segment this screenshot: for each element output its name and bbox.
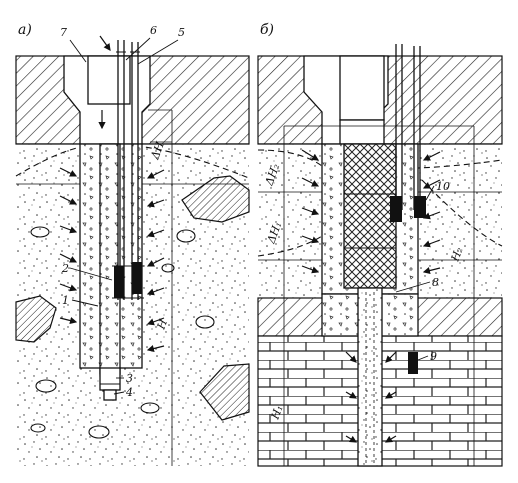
dim-delta-h: ΔH	[148, 140, 167, 162]
callout-8: 8	[432, 276, 439, 289]
callout-7: 7	[60, 26, 67, 39]
callout-10: 10	[436, 180, 450, 193]
callout-4: 4	[125, 386, 133, 399]
dim-h2: H₂	[448, 245, 465, 264]
clay-lens	[15, 295, 57, 343]
gravel-pebbles	[30, 226, 215, 439]
casing-top	[339, 55, 385, 121]
packer	[414, 196, 426, 218]
panel-b: б) 8 9 10 ΔH₂ ΔH₁ H₁ H₂	[257, 22, 503, 467]
tip	[103, 389, 117, 401]
flow-arrows	[301, 149, 441, 443]
column-bottom	[99, 367, 121, 391]
clay-lens	[199, 363, 250, 421]
panel-a-label: а)	[18, 22, 32, 38]
packer	[114, 266, 124, 298]
central-column	[99, 143, 121, 375]
clay-lens	[181, 175, 250, 223]
dim-h: H	[154, 317, 170, 332]
packer	[390, 196, 402, 222]
packer	[408, 352, 418, 374]
flow-arrows	[59, 35, 165, 353]
panel-a: а) 7 6 5 2 1 3 4 ΔH H	[15, 22, 250, 466]
grout-plug	[343, 143, 397, 289]
callout-1: 1	[62, 294, 69, 307]
lower-pipe	[357, 287, 383, 467]
panel-b-label: б)	[260, 22, 274, 38]
callout-2: 2	[61, 262, 69, 275]
packer	[132, 262, 142, 294]
casing-top	[87, 55, 131, 105]
callout-9: 9	[430, 350, 437, 363]
callout-6: 6	[150, 24, 157, 37]
callout-3: 3	[126, 372, 133, 385]
dim-h1: H₁	[268, 403, 285, 422]
callout-5: 5	[178, 26, 185, 39]
